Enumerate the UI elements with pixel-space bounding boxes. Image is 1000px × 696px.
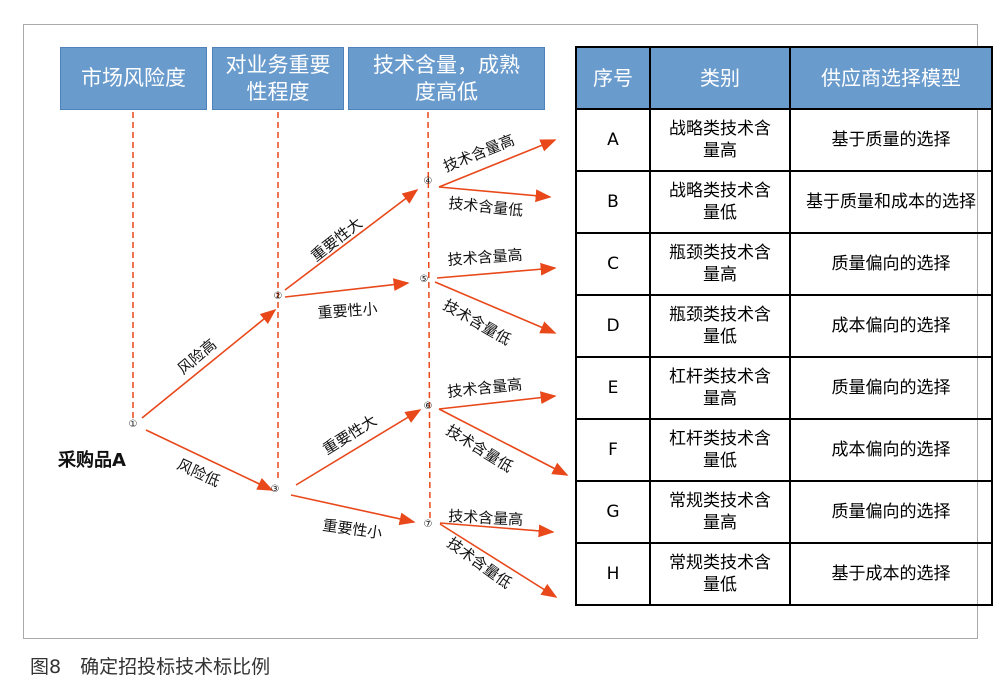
cell-model: 成本偏向的选择	[789, 294, 993, 358]
cell-model: 基于质量和成本的选择	[789, 170, 993, 234]
cell-model: 基于质量的选择	[789, 108, 993, 172]
node-4: ④	[424, 176, 433, 187]
edge-imp-small-1: 重要性小	[317, 300, 378, 322]
cell-index: E	[575, 356, 651, 420]
edge-risk-low: 风险低	[174, 455, 222, 490]
cell-category: 常规类技术含量高	[649, 480, 791, 544]
edge-tech-high-5: 技术含量高	[447, 246, 523, 269]
cell-model: 质量偏向的选择	[789, 232, 993, 296]
edge-risk-high: 风险高	[174, 335, 220, 378]
col-header-category: 类别	[649, 46, 791, 110]
edge-tech-high-6: 技术含量高	[447, 375, 523, 401]
cell-model: 基于成本的选择	[789, 542, 993, 606]
edge-tech-low-4: 技术含量低	[448, 194, 524, 220]
edge-tech-low-7: 技术含量低	[444, 534, 515, 593]
node-7: ⑦	[424, 519, 433, 530]
edge-tech-low-5: 技术含量低	[440, 296, 514, 349]
cell-index: B	[575, 170, 651, 234]
cell-index: G	[575, 480, 651, 544]
node-1: ①	[129, 419, 138, 430]
edge-tech-high-4: 技术含量高	[441, 131, 517, 176]
root-label: 采购品A	[57, 449, 126, 471]
cell-category: 瓶颈类技术含量高	[649, 232, 791, 296]
cell-index: A	[575, 108, 651, 172]
node-5: ⑤	[420, 274, 429, 285]
col-header-index: 序号	[575, 46, 651, 110]
cell-index: C	[575, 232, 651, 296]
header-tech-content: 技术含量，成熟度高低	[348, 47, 545, 110]
branch-arrows	[141, 139, 569, 598]
cell-index: F	[575, 418, 651, 482]
cell-index: D	[575, 294, 651, 358]
edge-imp-small-2: 重要性小	[321, 516, 383, 542]
guide-lines	[132, 111, 431, 519]
edge-tech-high-7: 技术含量高	[448, 507, 524, 529]
header-business-importance: 对业务重要性程度	[212, 47, 344, 110]
edge-imp-big-1: 重要性大	[307, 214, 365, 265]
cell-model: 成本偏向的选择	[789, 418, 993, 482]
node-6: ⑥	[424, 401, 433, 412]
cell-index: H	[575, 542, 651, 606]
node-3: ③	[271, 484, 280, 495]
cell-category: 杠杆类技术含量高	[649, 356, 791, 420]
col-header-model: 供应商选择模型	[789, 46, 993, 110]
cell-category: 常规类技术含量低	[649, 542, 791, 606]
cell-category: 瓶颈类技术含量低	[649, 294, 791, 358]
cell-category: 杠杆类技术含量低	[649, 418, 791, 482]
edge-imp-big-2: 重要性大	[320, 411, 380, 458]
node-2: ②	[274, 291, 283, 302]
cell-model: 质量偏向的选择	[789, 356, 993, 420]
figure-caption: 图8 确定招投标技术标比例	[30, 656, 271, 678]
cell-category: 战略类技术含量高	[649, 108, 791, 172]
header-market-risk: 市场风险度	[60, 47, 207, 110]
cell-category: 战略类技术含量低	[649, 170, 791, 234]
cell-model: 质量偏向的选择	[789, 480, 993, 544]
